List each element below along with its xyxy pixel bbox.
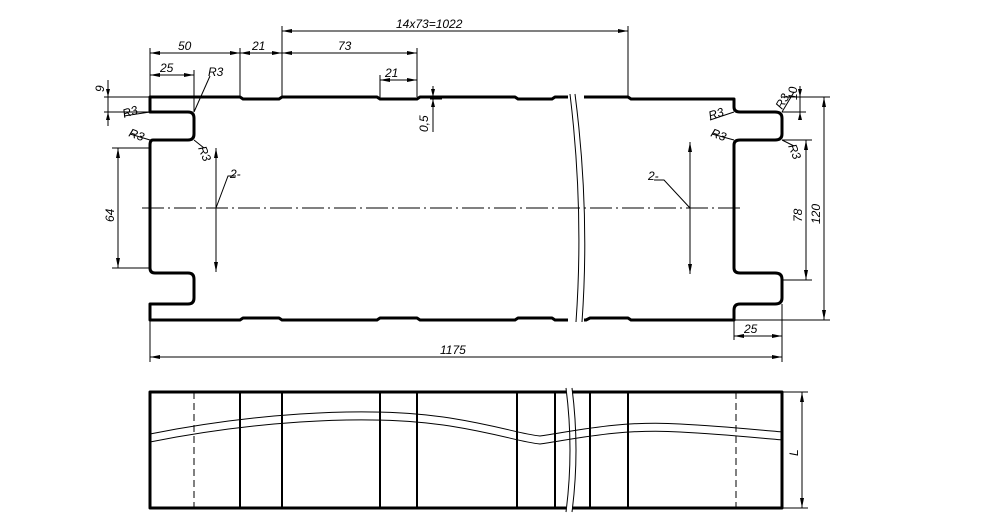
side-view: L bbox=[148, 387, 808, 513]
dim-end-25-label: 25 bbox=[159, 61, 174, 75]
radius-left-bottom: R3 bbox=[195, 144, 214, 164]
dim-end-50-label: 50 bbox=[178, 39, 192, 53]
dim-height-78-label: 78 bbox=[791, 208, 805, 222]
dim-right-25-label: 25 bbox=[743, 322, 758, 336]
dim-side-length: L bbox=[782, 391, 808, 509]
radii-left: R3 R3 R3 R3 bbox=[121, 65, 224, 164]
dim-height-120-label: 120 bbox=[809, 204, 823, 224]
side-break-line-a bbox=[565, 387, 571, 513]
side-break-band-top bbox=[149, 411, 783, 437]
dim-end-50: 50 bbox=[149, 39, 241, 97]
dim-height-64-label: 64 bbox=[103, 208, 117, 222]
callout-left-label: 2- bbox=[229, 167, 241, 181]
dim-side-length-label: L bbox=[787, 449, 801, 456]
break-line-a bbox=[569, 93, 580, 323]
dim-total-length: 1175 bbox=[149, 304, 783, 362]
dim-pitch-73: 73 bbox=[282, 39, 418, 97]
dim-end-25: 25 bbox=[150, 61, 195, 112]
radius-right-mid: R3 bbox=[709, 126, 729, 145]
radius-left-mid: R3 bbox=[127, 126, 147, 145]
dim-pitch-total-label: 14x73=1022 bbox=[396, 17, 463, 31]
side-break-band-bottom bbox=[149, 419, 783, 445]
callout-right: 2- bbox=[647, 142, 692, 274]
radius-right-bottom: R3 bbox=[785, 142, 804, 162]
callout-right-label: 2- bbox=[647, 169, 659, 183]
dim-groove-21-label: 21 bbox=[384, 66, 398, 80]
radius-right-outer: R3 bbox=[772, 91, 792, 112]
side-outline-left bbox=[148, 390, 566, 510]
dim-groove-depth: 0,5 bbox=[417, 86, 442, 132]
dim-height-120: 120 bbox=[734, 96, 830, 321]
dim-height-64: 64 bbox=[103, 147, 150, 269]
radius-left-top: R3 bbox=[121, 103, 140, 121]
panel-outline-right bbox=[584, 95, 784, 322]
break-line-b bbox=[574, 93, 586, 323]
dim-top-offset: 9 bbox=[93, 80, 150, 126]
dim-total-length-label: 1175 bbox=[440, 343, 466, 357]
dim-gap-21-label: 21 bbox=[251, 39, 265, 53]
callout-left: 2- bbox=[214, 148, 241, 272]
dim-pitch-73-label: 73 bbox=[338, 39, 352, 53]
top-view: 14x73=1022 50 21 73 bbox=[93, 17, 830, 362]
dim-groove-21: 21 bbox=[379, 66, 417, 99]
panel-outline-left bbox=[148, 95, 568, 322]
side-outline-right bbox=[572, 390, 784, 510]
dim-groove-depth-label: 0,5 bbox=[417, 115, 431, 132]
dim-top-offset-label: 9 bbox=[93, 85, 107, 92]
dim-right-25: 25 bbox=[733, 304, 783, 340]
radius-right-top: R3 bbox=[707, 105, 726, 123]
dim-height-78: 78 bbox=[782, 139, 812, 281]
dim-pitch-total: 14x73=1022 bbox=[281, 17, 629, 97]
radius-left-outer: R3 bbox=[208, 65, 224, 79]
radii-right: R3 R3 R3 R3 bbox=[707, 91, 804, 162]
dim-gap-21: 21 bbox=[240, 39, 282, 55]
side-break-line-b bbox=[571, 387, 577, 513]
